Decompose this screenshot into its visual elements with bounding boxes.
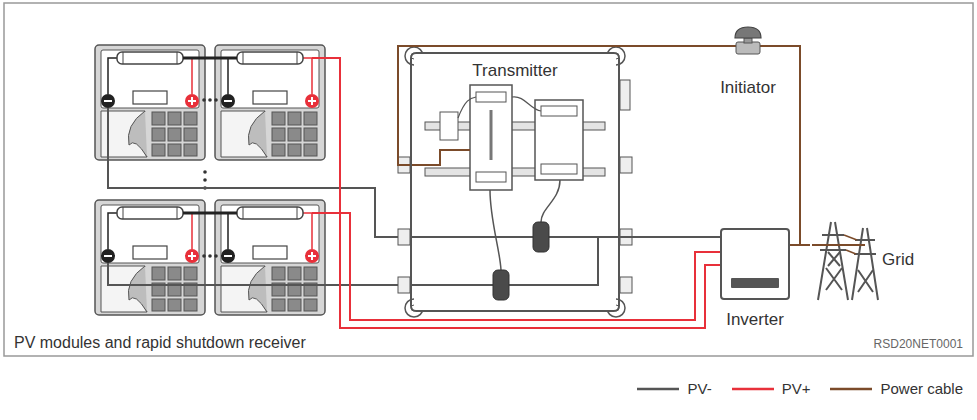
grid-tower: Grid — [810, 210, 920, 302]
legend: PV- PV+ Power cable — [617, 380, 963, 398]
legend-text: Power cable — [880, 380, 963, 398]
legend-item: PV- — [637, 380, 711, 398]
inverter-box: Inverter — [720, 228, 790, 300]
legend-line — [732, 384, 774, 394]
legend-item: Power cable — [830, 380, 963, 398]
node-label: Transmitter — [469, 61, 560, 81]
power-cable — [790, 244, 810, 246]
pv-minus-cable — [620, 236, 720, 238]
node-label: Inverter — [724, 310, 786, 330]
legend-line — [637, 384, 679, 394]
legend-text: PV- — [687, 380, 711, 398]
power-cable — [790, 46, 810, 245]
node-label: Grid — [880, 250, 916, 270]
figure-code: RSD20NET0001 — [872, 337, 965, 351]
transmitter-enclosure: Transmitter — [410, 52, 620, 312]
initiator-button: Initiator — [706, 28, 790, 100]
display-bar — [731, 278, 779, 288]
legend-line — [830, 384, 872, 394]
legend-text: PV+ — [782, 380, 811, 398]
caption-text: PV modules and rapid shutdown receiver — [12, 333, 308, 353]
power-cable — [398, 46, 706, 165]
node-label: Initiator — [718, 78, 778, 98]
legend-item: PV+ — [732, 380, 811, 398]
